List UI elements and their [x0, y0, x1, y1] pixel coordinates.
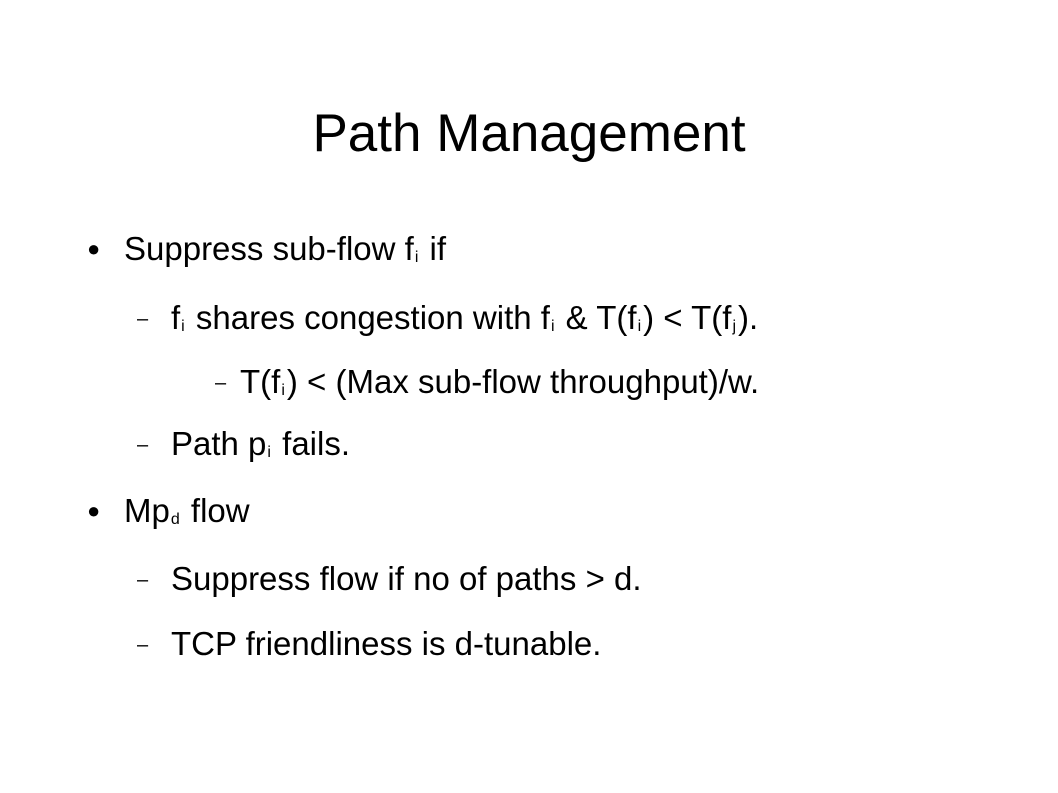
sub-bullet-item: – Path pi fails. [0, 424, 1058, 464]
sub-sub-bullet-item: – T(fi) < (Max sub-flow throughput)/w. [0, 362, 1058, 402]
bullet-marker: ● [87, 236, 101, 261]
dash-marker: – [137, 634, 149, 656]
sub-sub-bullet-text: T(fi) < (Max sub-flow throughput)/w. [240, 363, 760, 400]
sub-bullet-text: Path pi fails. [171, 425, 351, 462]
sub-bullet-text: Suppress flow if no of paths > d. [171, 560, 642, 597]
sub-bullet-text: fi shares congestion with fi & T(fi) < T… [171, 299, 759, 336]
dash-marker: – [137, 569, 149, 591]
sub-bullet-item: – TCP friendliness is d-tunable. [0, 624, 1058, 664]
sub-bullet-text: TCP friendliness is d-tunable. [171, 625, 602, 662]
bullet-text: Mpd flow [124, 492, 250, 529]
dash-marker: – [137, 308, 149, 330]
dash-marker: – [215, 372, 227, 394]
bullet-marker: ● [87, 498, 101, 523]
slide-title: Path Management [312, 104, 746, 163]
sub-bullet-item: – fi shares congestion with fi & T(fi) <… [0, 298, 1058, 338]
sub-bullet-item: – Suppress flow if no of paths > d. [0, 559, 1058, 599]
bullet-item: ● Mpd flow [0, 491, 1058, 531]
dash-marker: – [137, 434, 149, 456]
bullet-text: Suppress sub-flow fi if [124, 230, 447, 267]
bullet-item: ● Suppress sub-flow fi if [0, 229, 1058, 269]
